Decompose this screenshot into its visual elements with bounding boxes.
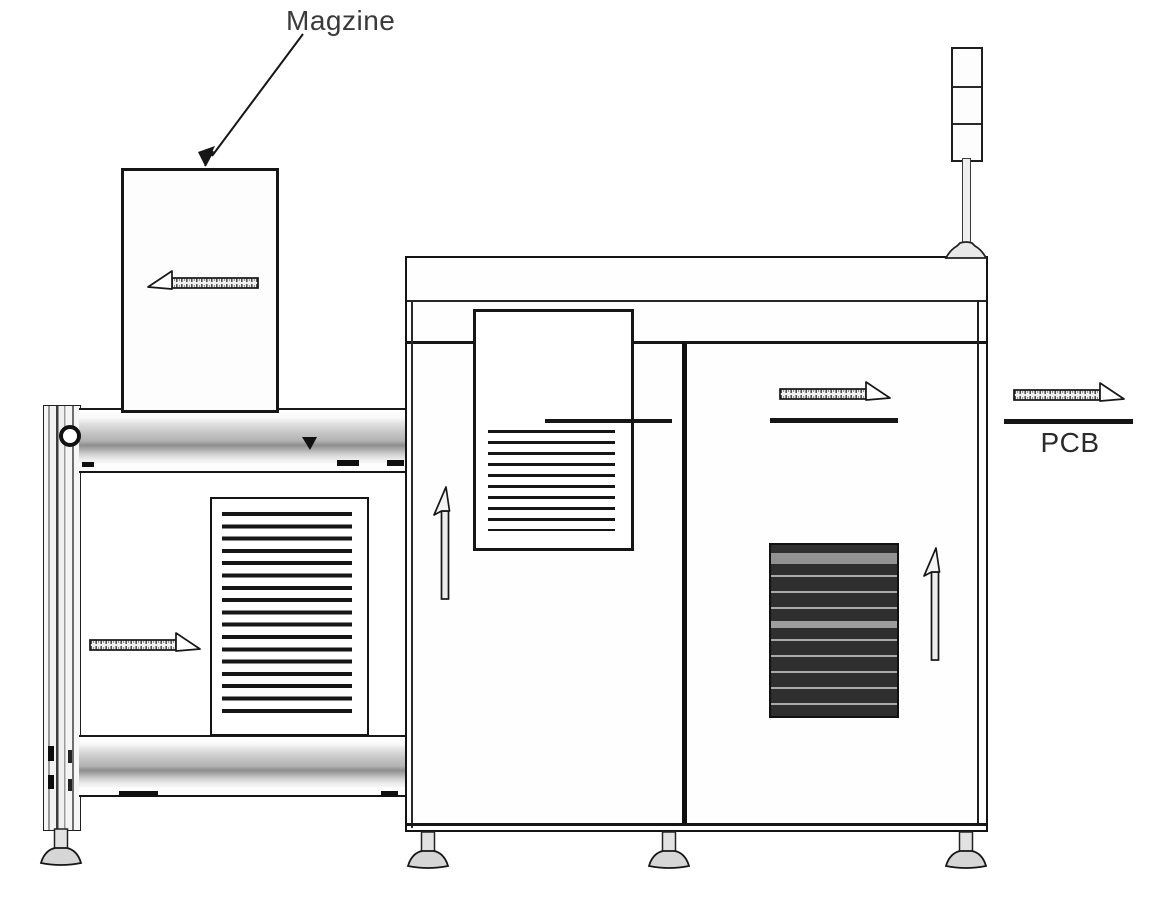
magazine-box	[121, 168, 279, 413]
rail-mount-tab	[387, 460, 404, 466]
magazine-label: Magzine	[286, 5, 396, 36]
pcb-out-line	[1004, 419, 1133, 424]
leveling-foot	[945, 831, 987, 869]
rail-mount-tab	[119, 791, 158, 797]
cabinet-cap-line	[407, 300, 986, 302]
left-door-conveyor-line	[545, 418, 672, 423]
rail-mount-tab	[337, 460, 359, 466]
door-divider	[682, 343, 687, 826]
cabinet-bottom-line	[407, 823, 986, 826]
loader-frame-post	[43, 405, 81, 831]
left-door-window	[473, 309, 634, 551]
signal-tower-icon	[951, 47, 983, 162]
leveling-foot	[407, 831, 449, 869]
leader-arrow-icon	[198, 33, 304, 167]
cabinet-band-line	[407, 341, 986, 344]
loader-bottom-rail	[79, 735, 406, 790]
rail-mount-tab	[82, 462, 94, 467]
right-door-conveyor-line	[770, 418, 898, 423]
pcb-label: PCB	[1040, 427, 1100, 458]
cabinet-left-inner-line	[411, 300, 413, 828]
tower-segment-line	[953, 85, 981, 88]
magazine-slots	[222, 512, 352, 721]
rail-mount-tab	[381, 791, 398, 797]
tower-segment-line	[953, 122, 981, 125]
leveling-foot	[40, 828, 82, 866]
window-magazine-slots	[488, 430, 615, 531]
cabinet-right-inner-line	[977, 300, 979, 826]
loader-slotted-magazine	[210, 497, 369, 736]
magazine-light-band	[771, 621, 897, 628]
signal-tower-pole	[962, 158, 971, 245]
loader-top-rail	[79, 408, 406, 466]
magazine-light-band	[771, 553, 897, 564]
leveling-foot	[648, 831, 690, 869]
arrow-right-hatched-icon	[1013, 382, 1125, 402]
arrow-right-hatched-icon	[89, 632, 201, 652]
right-door-dark-magazine	[769, 543, 899, 718]
